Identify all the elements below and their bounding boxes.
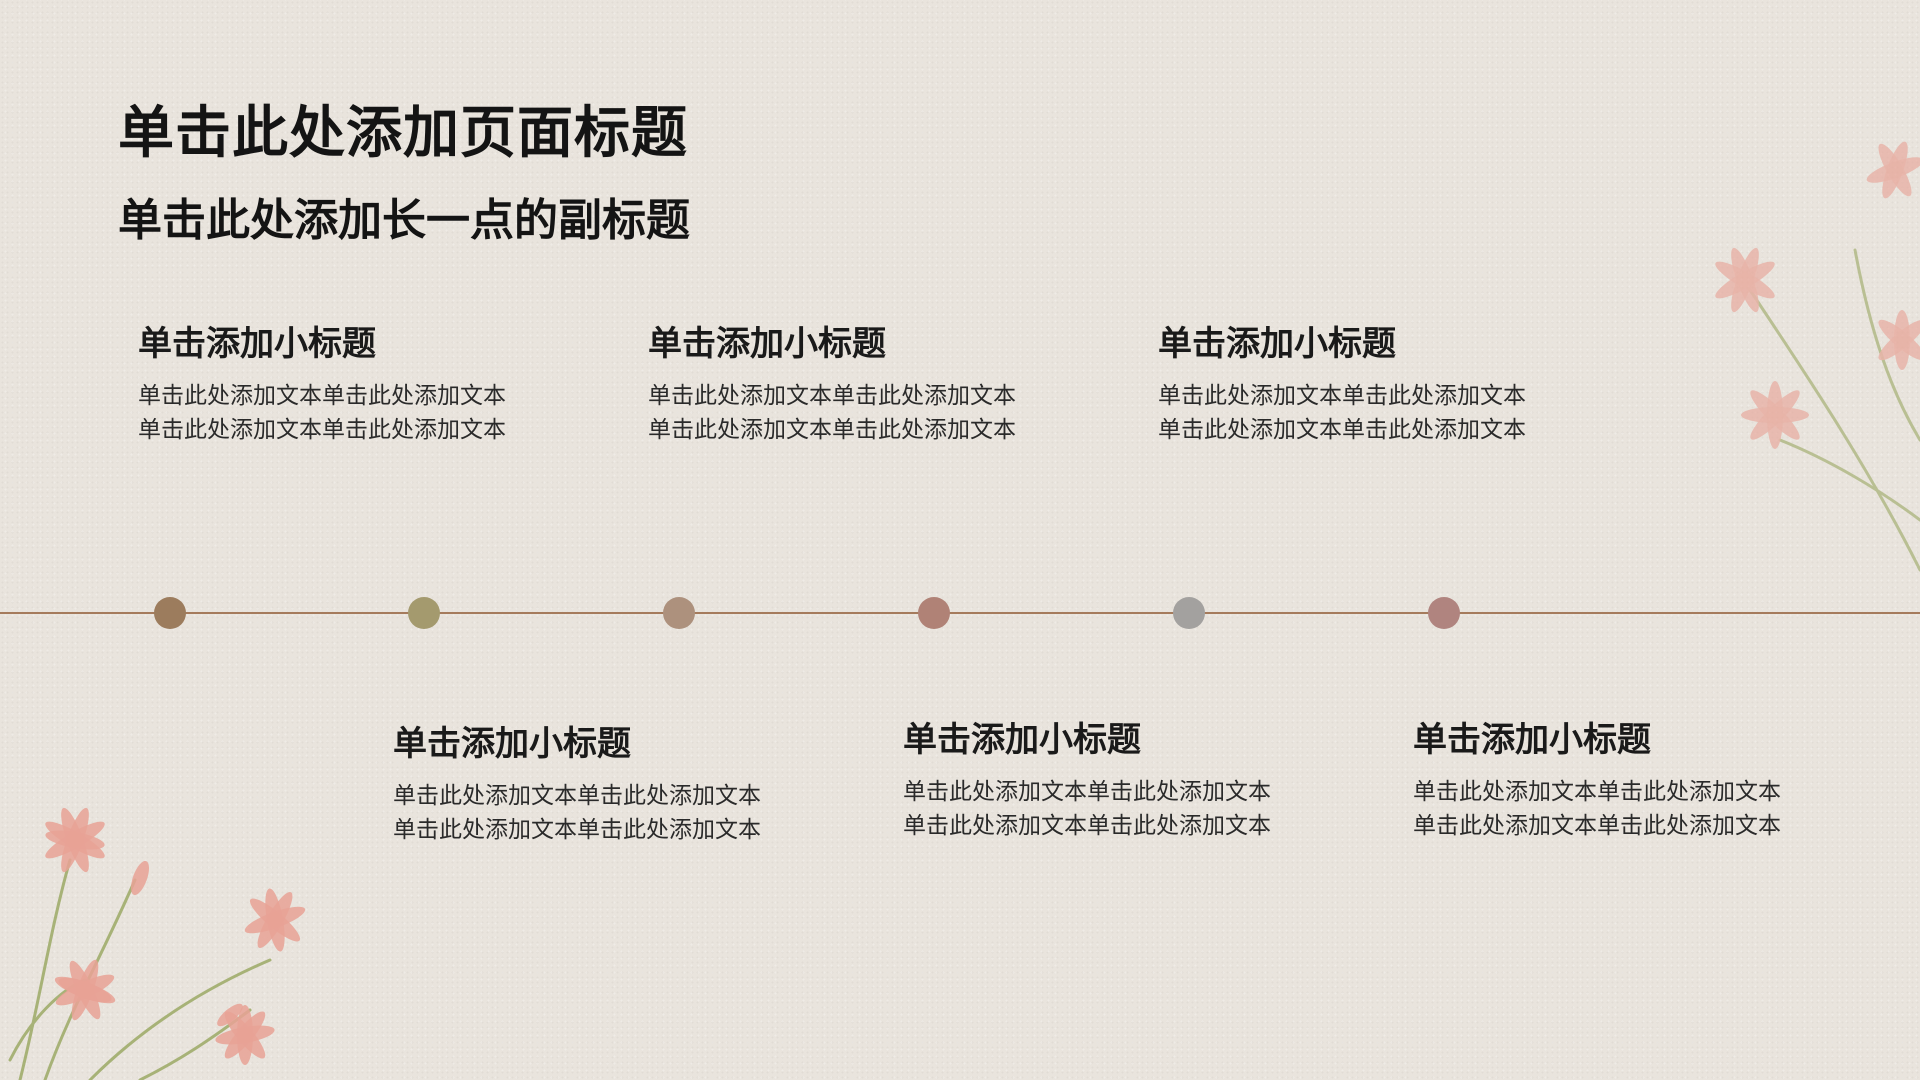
flower-decoration-top-right	[1715, 141, 1920, 572]
block-text-line[interactable]: 单击此处添加文本单击此处添加文本	[1413, 779, 1781, 805]
page-subtitle[interactable]: 单击此处添加长一点的副标题	[118, 195, 690, 246]
flower-bud-icon	[130, 860, 243, 1027]
timeline-dot-5	[1173, 597, 1205, 629]
block-text-line[interactable]: 单击此处添加文本单击此处添加文本	[648, 417, 1016, 443]
block-heading[interactable]: 单击添加小标题	[393, 724, 631, 764]
block-text-line[interactable]: 单击此处添加文本单击此处添加文本	[1158, 417, 1526, 443]
block-text-line[interactable]: 单击此处添加文本单击此处添加文本	[393, 783, 761, 809]
timeline-line	[0, 612, 1920, 614]
block-heading[interactable]: 单击添加小标题	[648, 324, 886, 364]
timeline-block-2[interactable]: 单击添加小标题 单击此处添加文本单击此处添加文本 单击此处添加文本单击此处添加文…	[393, 716, 813, 847]
timeline-dot-2	[408, 597, 440, 629]
timeline-dot-1	[154, 597, 186, 629]
block-text-line[interactable]: 单击此处添加文本单击此处添加文本	[903, 813, 1271, 839]
block-text-line[interactable]: 单击此处添加文本单击此处添加文本	[1413, 813, 1781, 839]
timeline-block-5[interactable]: 单击添加小标题 单击此处添加文本单击此处添加文本 单击此处添加文本单击此处添加文…	[1158, 316, 1578, 447]
block-text-line[interactable]: 单击此处添加文本单击此处添加文本	[903, 779, 1271, 805]
block-text-line[interactable]: 单击此处添加文本单击此处添加文本	[648, 383, 1016, 409]
pink-wildflower-icon	[1715, 141, 1920, 449]
block-heading[interactable]: 单击添加小标题	[1413, 720, 1651, 760]
pink-wildflower-icon	[45, 807, 306, 1065]
block-text-line[interactable]: 单击此处添加文本单击此处添加文本	[1158, 383, 1526, 409]
stem-group	[8, 858, 272, 1080]
block-text-line[interactable]: 单击此处添加文本单击此处添加文本	[138, 417, 506, 443]
block-text-line[interactable]: 单击此处添加文本单击此处添加文本	[393, 817, 761, 843]
block-heading[interactable]: 单击添加小标题	[903, 720, 1141, 760]
timeline-block-4[interactable]: 单击添加小标题 单击此处添加文本单击此处添加文本 单击此处添加文本单击此处添加文…	[903, 712, 1323, 843]
block-heading[interactable]: 单击添加小标题	[1158, 324, 1396, 364]
block-text-line[interactable]: 单击此处添加文本单击此处添加文本	[138, 383, 506, 409]
page-title[interactable]: 单击此处添加页面标题	[118, 101, 688, 166]
timeline-dot-4	[918, 597, 950, 629]
timeline-block-3[interactable]: 单击添加小标题 单击此处添加文本单击此处添加文本 单击此处添加文本单击此处添加文…	[648, 316, 1068, 447]
timeline-block-6[interactable]: 单击添加小标题 单击此处添加文本单击此处添加文本 单击此处添加文本单击此处添加文…	[1413, 712, 1833, 843]
timeline-dot-6	[1428, 597, 1460, 629]
timeline-dot-3	[663, 597, 695, 629]
timeline-block-1[interactable]: 单击添加小标题 单击此处添加文本单击此处添加文本 单击此处添加文本单击此处添加文…	[138, 316, 558, 447]
flower-decoration-bottom-left	[8, 807, 306, 1080]
block-heading[interactable]: 单击添加小标题	[138, 324, 376, 364]
